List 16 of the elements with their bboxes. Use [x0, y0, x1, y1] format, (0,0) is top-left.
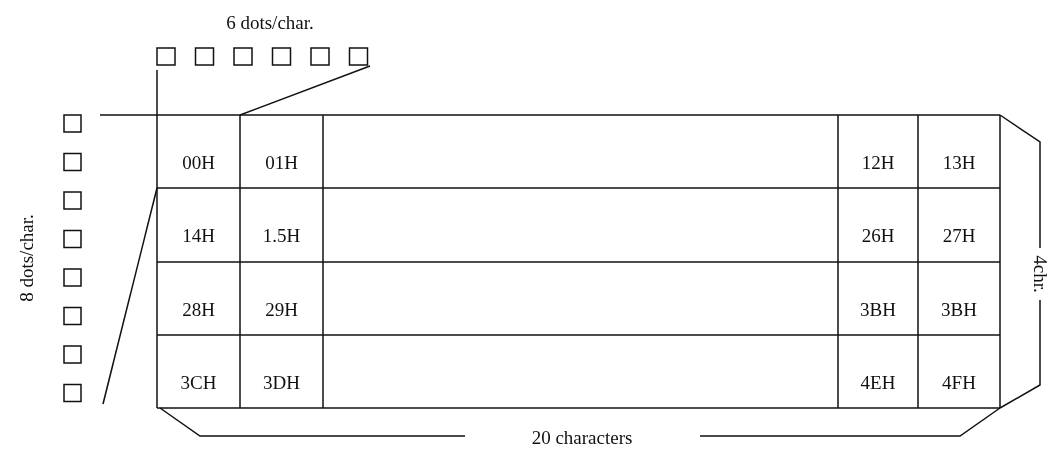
cell-address: 01H: [265, 152, 298, 172]
cell-address: 27H: [942, 225, 976, 245]
cell-address: 28H: [182, 299, 215, 319]
cell-address: 3CH: [180, 372, 217, 392]
cell-address: 1.5H: [262, 225, 301, 245]
cell-address: 3BH: [941, 299, 977, 319]
cell-address: 26H: [861, 225, 895, 245]
cell-address: 29H: [265, 299, 298, 319]
cell-address: 00H: [182, 152, 215, 172]
cell-address: 4FH: [942, 372, 976, 392]
cell-address: 12H: [861, 152, 895, 172]
cell-address: 13H: [942, 152, 976, 172]
cell-address: 4EH: [860, 372, 896, 392]
cell-address: 3BH: [860, 299, 896, 319]
cell-address: 3DH: [263, 372, 300, 392]
cell-address: 14H: [182, 225, 215, 245]
